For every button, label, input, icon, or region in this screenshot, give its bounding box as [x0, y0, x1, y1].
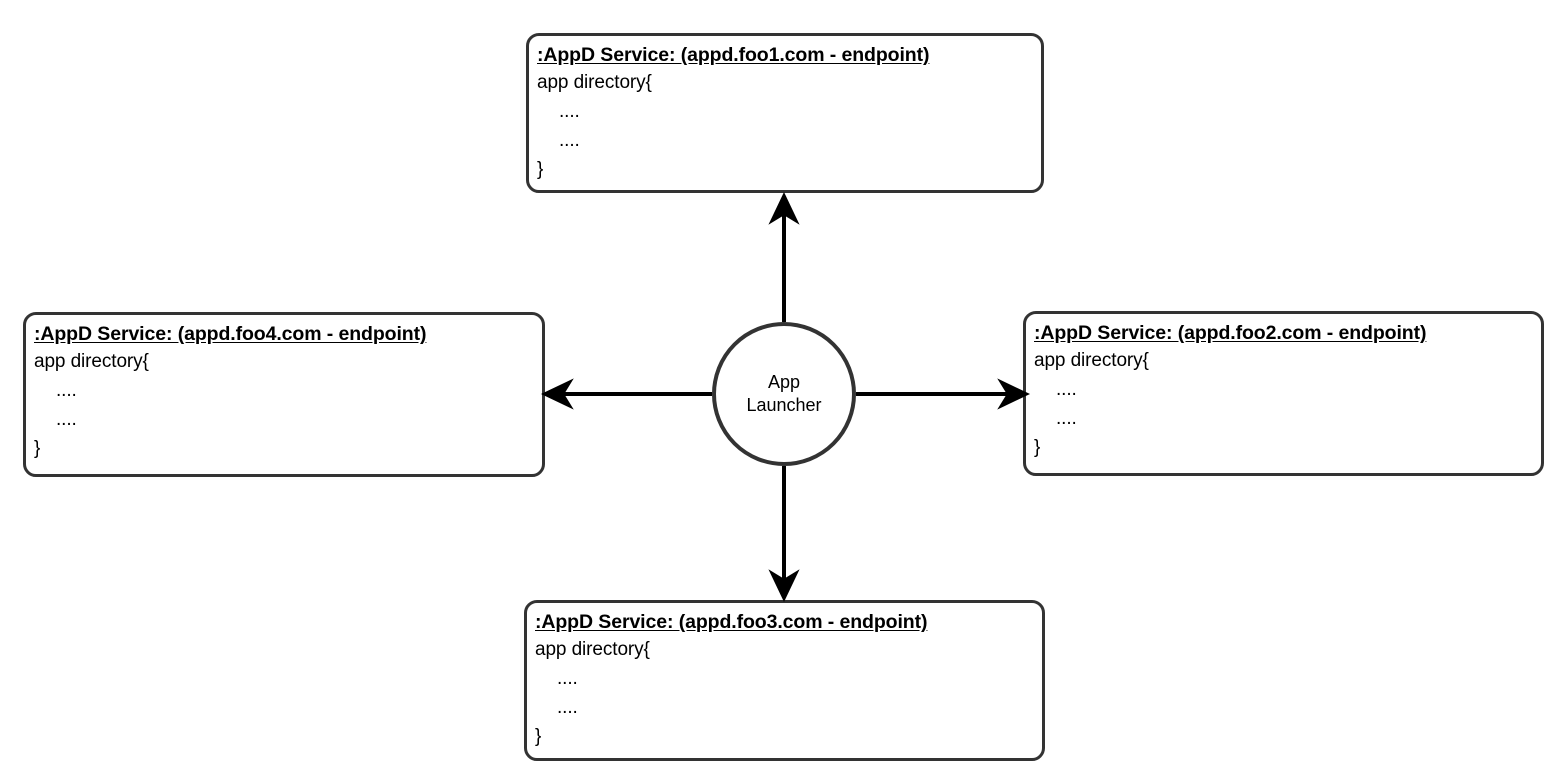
service-body-line: .... — [557, 668, 578, 690]
service-body-line: app directory{ — [1034, 350, 1149, 372]
service-body-line: .... — [559, 130, 580, 152]
service-body: app directory{ .... .... } — [537, 69, 1033, 185]
app-launcher-hub[interactable]: App Launcher — [712, 322, 856, 466]
service-body-line: app directory{ — [34, 351, 149, 373]
service-body-line: } — [34, 437, 41, 459]
service-body: app directory{ .... .... } — [34, 348, 534, 464]
service-body: app directory{ .... .... } — [535, 636, 1034, 752]
service-body-line: } — [1034, 436, 1041, 458]
service-body-line: .... — [56, 409, 77, 431]
hub-label: App Launcher — [746, 371, 822, 415]
service-title: :AppD Service: (appd.foo4.com - endpoint… — [34, 323, 427, 345]
service-title: :AppD Service: (appd.foo3.com - endpoint… — [535, 611, 928, 633]
service-node-appd-foo3[interactable]: :AppD Service: (appd.foo3.com - endpoint… — [524, 600, 1045, 761]
service-body-line: .... — [1056, 408, 1077, 430]
service-body-line: } — [535, 725, 542, 747]
service-node-appd-foo4[interactable]: :AppD Service: (appd.foo4.com - endpoint… — [23, 312, 545, 477]
service-node-appd-foo2[interactable]: :AppD Service: (appd.foo2.com - endpoint… — [1023, 311, 1544, 476]
service-node-appd-foo1[interactable]: :AppD Service: (appd.foo1.com - endpoint… — [526, 33, 1044, 193]
service-body: app directory{ .... .... } — [1034, 347, 1533, 463]
service-body-line: } — [537, 158, 544, 180]
service-title: :AppD Service: (appd.foo1.com - endpoint… — [537, 44, 930, 66]
service-body-line: .... — [557, 697, 578, 719]
service-body-line: .... — [559, 101, 580, 123]
service-body-line: .... — [1056, 379, 1077, 401]
service-title: :AppD Service: (appd.foo2.com - endpoint… — [1034, 322, 1427, 344]
service-body-line: app directory{ — [537, 72, 652, 94]
service-body-line: .... — [56, 380, 77, 402]
service-body-line: app directory{ — [535, 639, 650, 661]
